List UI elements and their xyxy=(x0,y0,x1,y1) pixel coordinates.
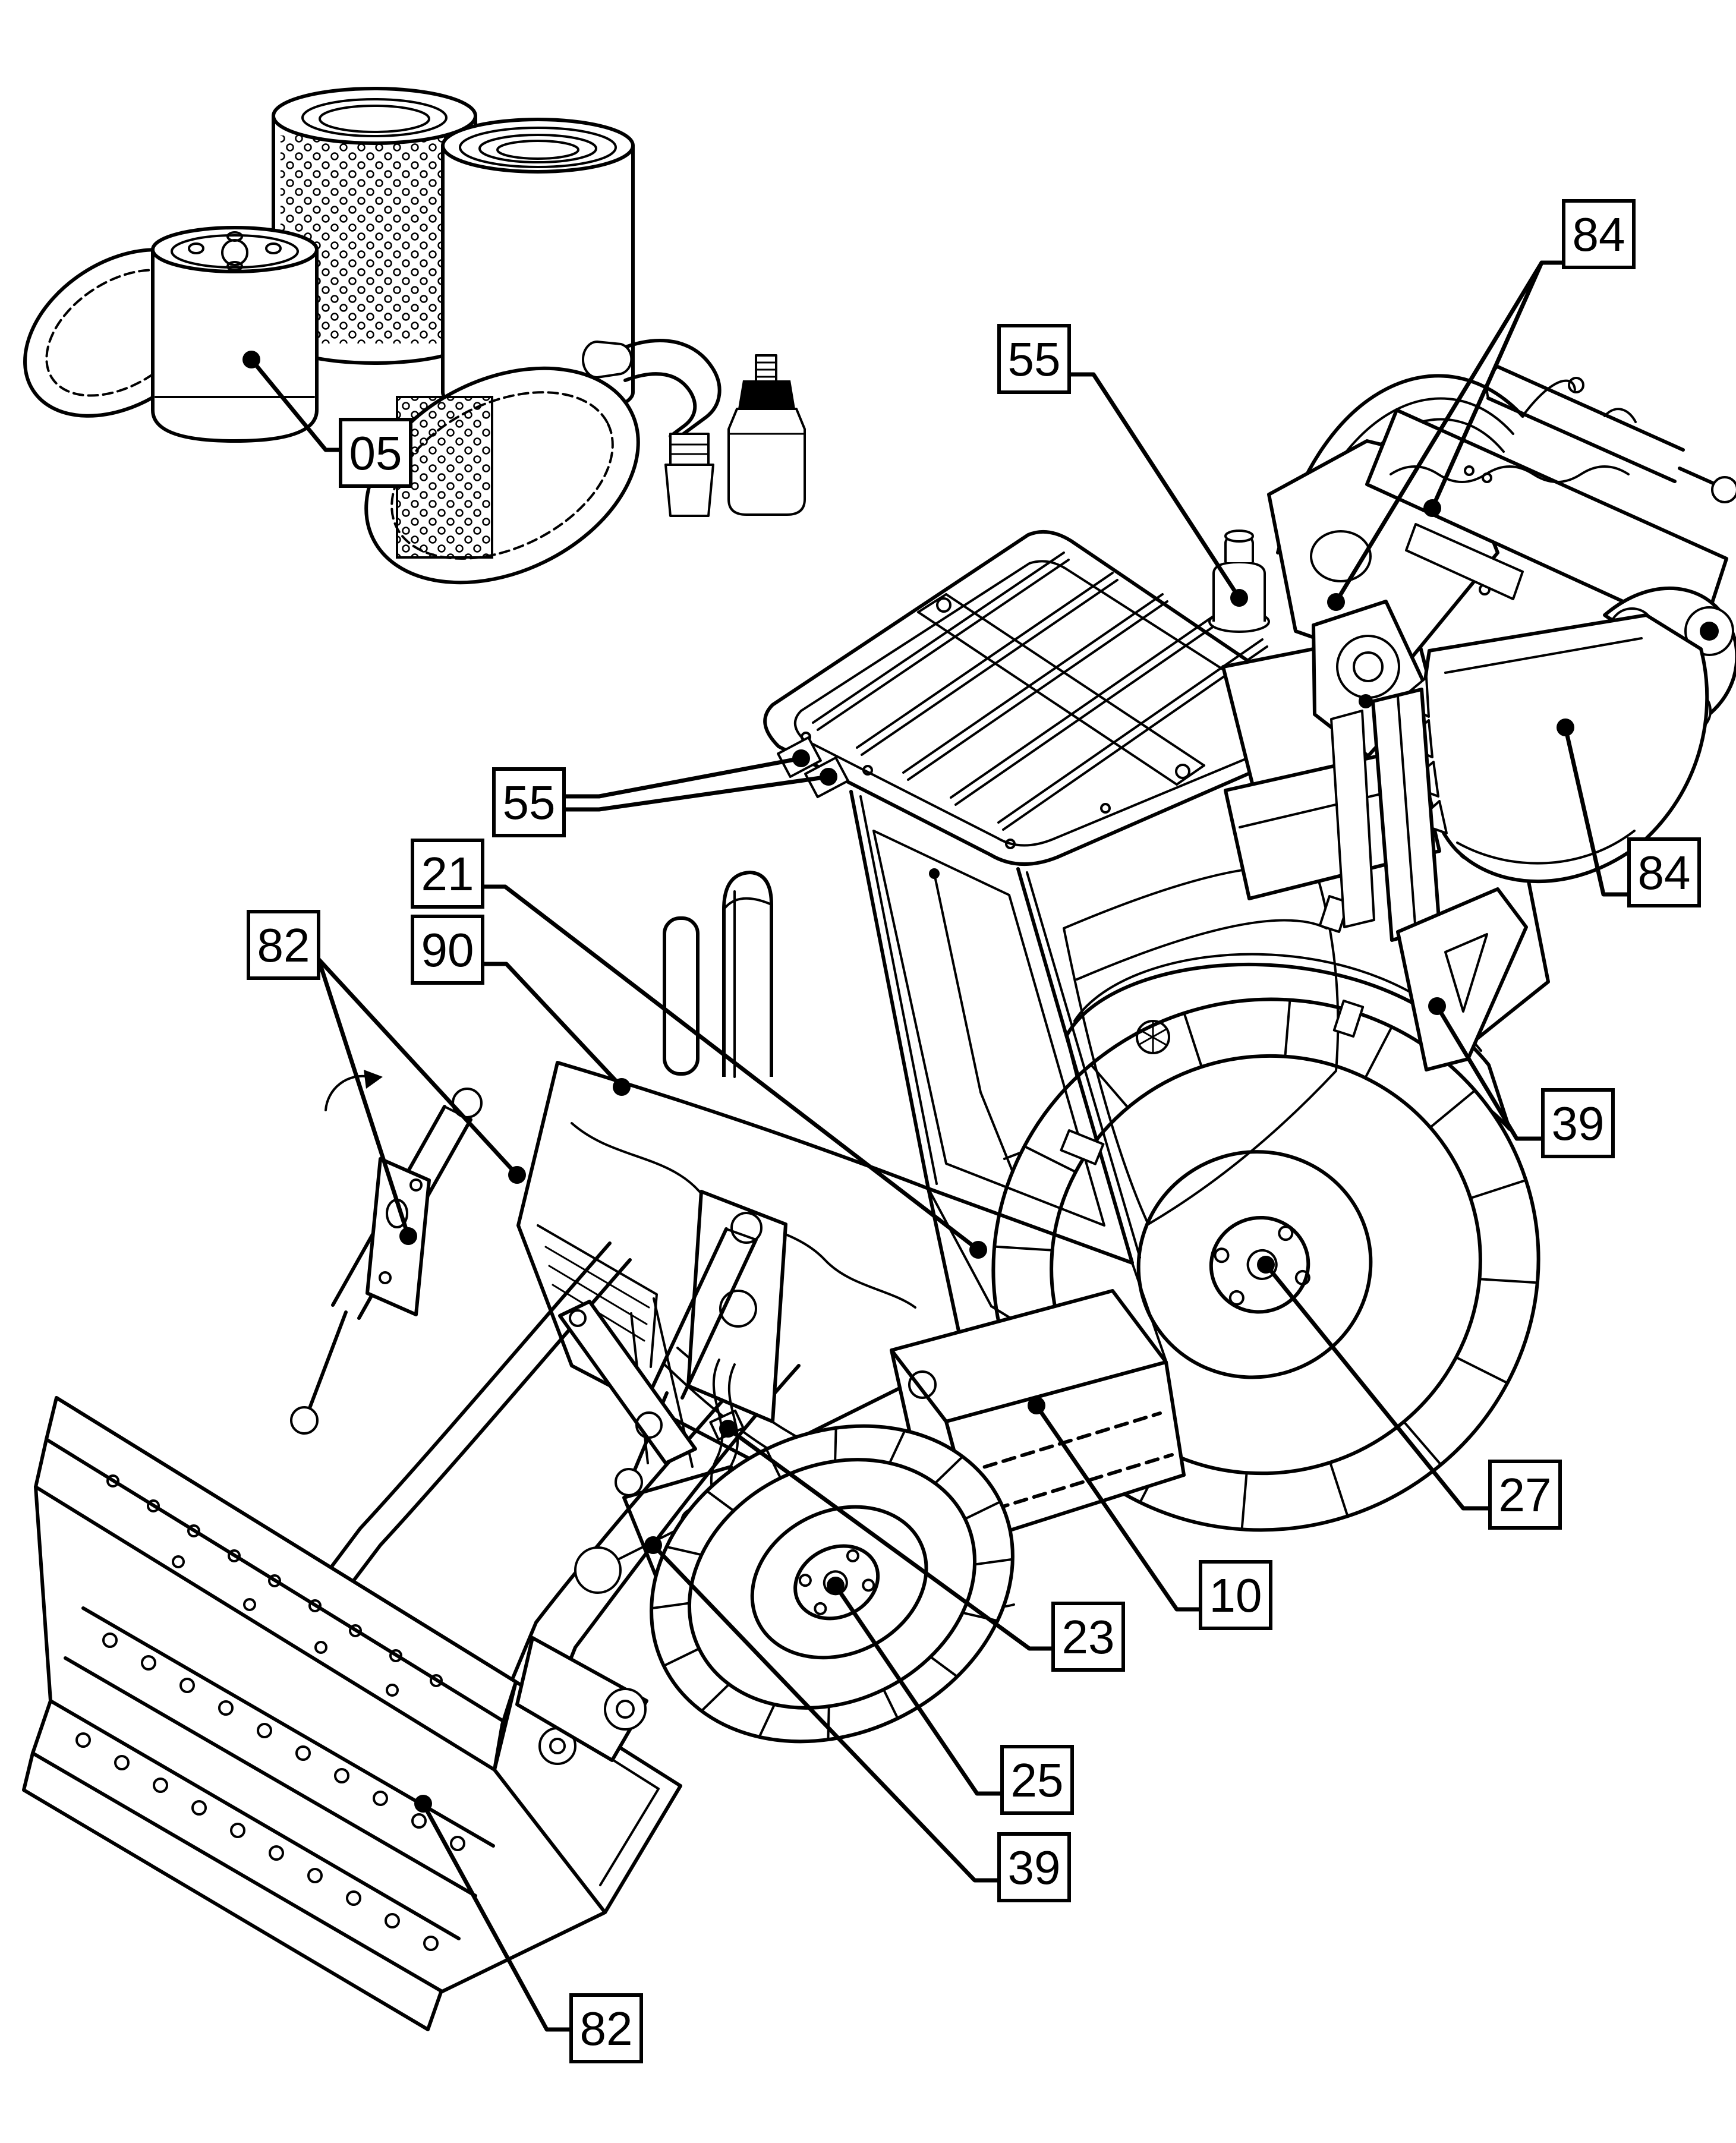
callout-10: 10 xyxy=(1028,1397,1272,1630)
callout-21: 21 xyxy=(411,839,987,1259)
callout-label: 82 xyxy=(580,2002,633,2055)
bucket-back-bolts xyxy=(106,1474,443,1697)
callout-label: 05 xyxy=(349,427,402,480)
loader-bucket xyxy=(22,1396,682,2031)
callout-label: 10 xyxy=(1209,1569,1262,1622)
roof-ribs xyxy=(812,551,1268,831)
grab-handle xyxy=(663,916,700,1076)
door-emblem xyxy=(1136,1020,1170,1054)
door-handle xyxy=(1060,1129,1105,1165)
wiper xyxy=(929,868,1021,1173)
service-filter-kit xyxy=(23,87,806,585)
lift-cylinder-right xyxy=(615,1227,758,1496)
fitting-bottle-icon xyxy=(727,354,806,516)
callout-27: 27 xyxy=(1257,1256,1562,1530)
backhoe xyxy=(1221,365,1736,1072)
bucket-link-bar xyxy=(558,1300,697,1465)
dipper-cylinder xyxy=(1486,365,1736,503)
edge-bolts-row1 xyxy=(102,1633,465,1851)
callout-82-bottom: 82 xyxy=(414,1795,643,2063)
callout-90: 90 xyxy=(411,915,631,1096)
callout-55-left: 55 xyxy=(492,749,837,837)
exhaust-stack xyxy=(722,871,773,1078)
callout-label: 39 xyxy=(1008,1841,1061,1894)
callout-84-top: 84 xyxy=(1327,199,1636,611)
callout-label: 55 xyxy=(1008,333,1061,386)
air-filter-element-icon xyxy=(272,87,477,365)
rotate-arrow-icon xyxy=(324,1070,383,1111)
boom-decal xyxy=(1405,523,1524,600)
bucket-link-plate xyxy=(366,1157,431,1316)
elbow-hose-icon xyxy=(582,339,722,517)
edge-bolts-row2 xyxy=(75,1732,439,1951)
callout-82-left: 82 xyxy=(247,910,526,1245)
loader-tower xyxy=(686,1190,787,1423)
callout-05: 05 xyxy=(242,351,412,488)
callout-25: 25 xyxy=(827,1577,1074,1815)
bucket-hinge-bracket xyxy=(515,1636,648,1762)
callout-label: 90 xyxy=(421,924,474,976)
callout-39-right: 39 xyxy=(1428,997,1615,1158)
callout-label: 84 xyxy=(1638,846,1691,899)
callout-label: 27 xyxy=(1499,1468,1552,1521)
oil-filter-icon xyxy=(151,226,319,443)
air-filter-lower-section xyxy=(396,396,493,559)
stabilizer xyxy=(1330,688,1528,1072)
roof-cross-strip xyxy=(917,593,1205,786)
callout-label: 25 xyxy=(1011,1754,1064,1807)
callout-label: 21 xyxy=(421,847,474,900)
exhaust-cap xyxy=(1208,530,1270,633)
callout-label: 82 xyxy=(257,919,310,972)
callout-label: 39 xyxy=(1552,1097,1605,1150)
callout-label: 84 xyxy=(1573,208,1625,261)
callout-39-bottom: 39 xyxy=(644,1536,1071,1902)
callouts: 05 55 84 55 21 xyxy=(242,199,1701,2063)
callout-84-right: 84 xyxy=(1557,718,1701,907)
callout-23: 23 xyxy=(719,1420,1125,1672)
cross-tube-end xyxy=(574,1546,622,1594)
callout-55-top: 55 xyxy=(997,324,1248,607)
callout-label: 55 xyxy=(503,776,556,829)
callout-label: 23 xyxy=(1062,1611,1115,1663)
windshield xyxy=(872,830,1105,1227)
